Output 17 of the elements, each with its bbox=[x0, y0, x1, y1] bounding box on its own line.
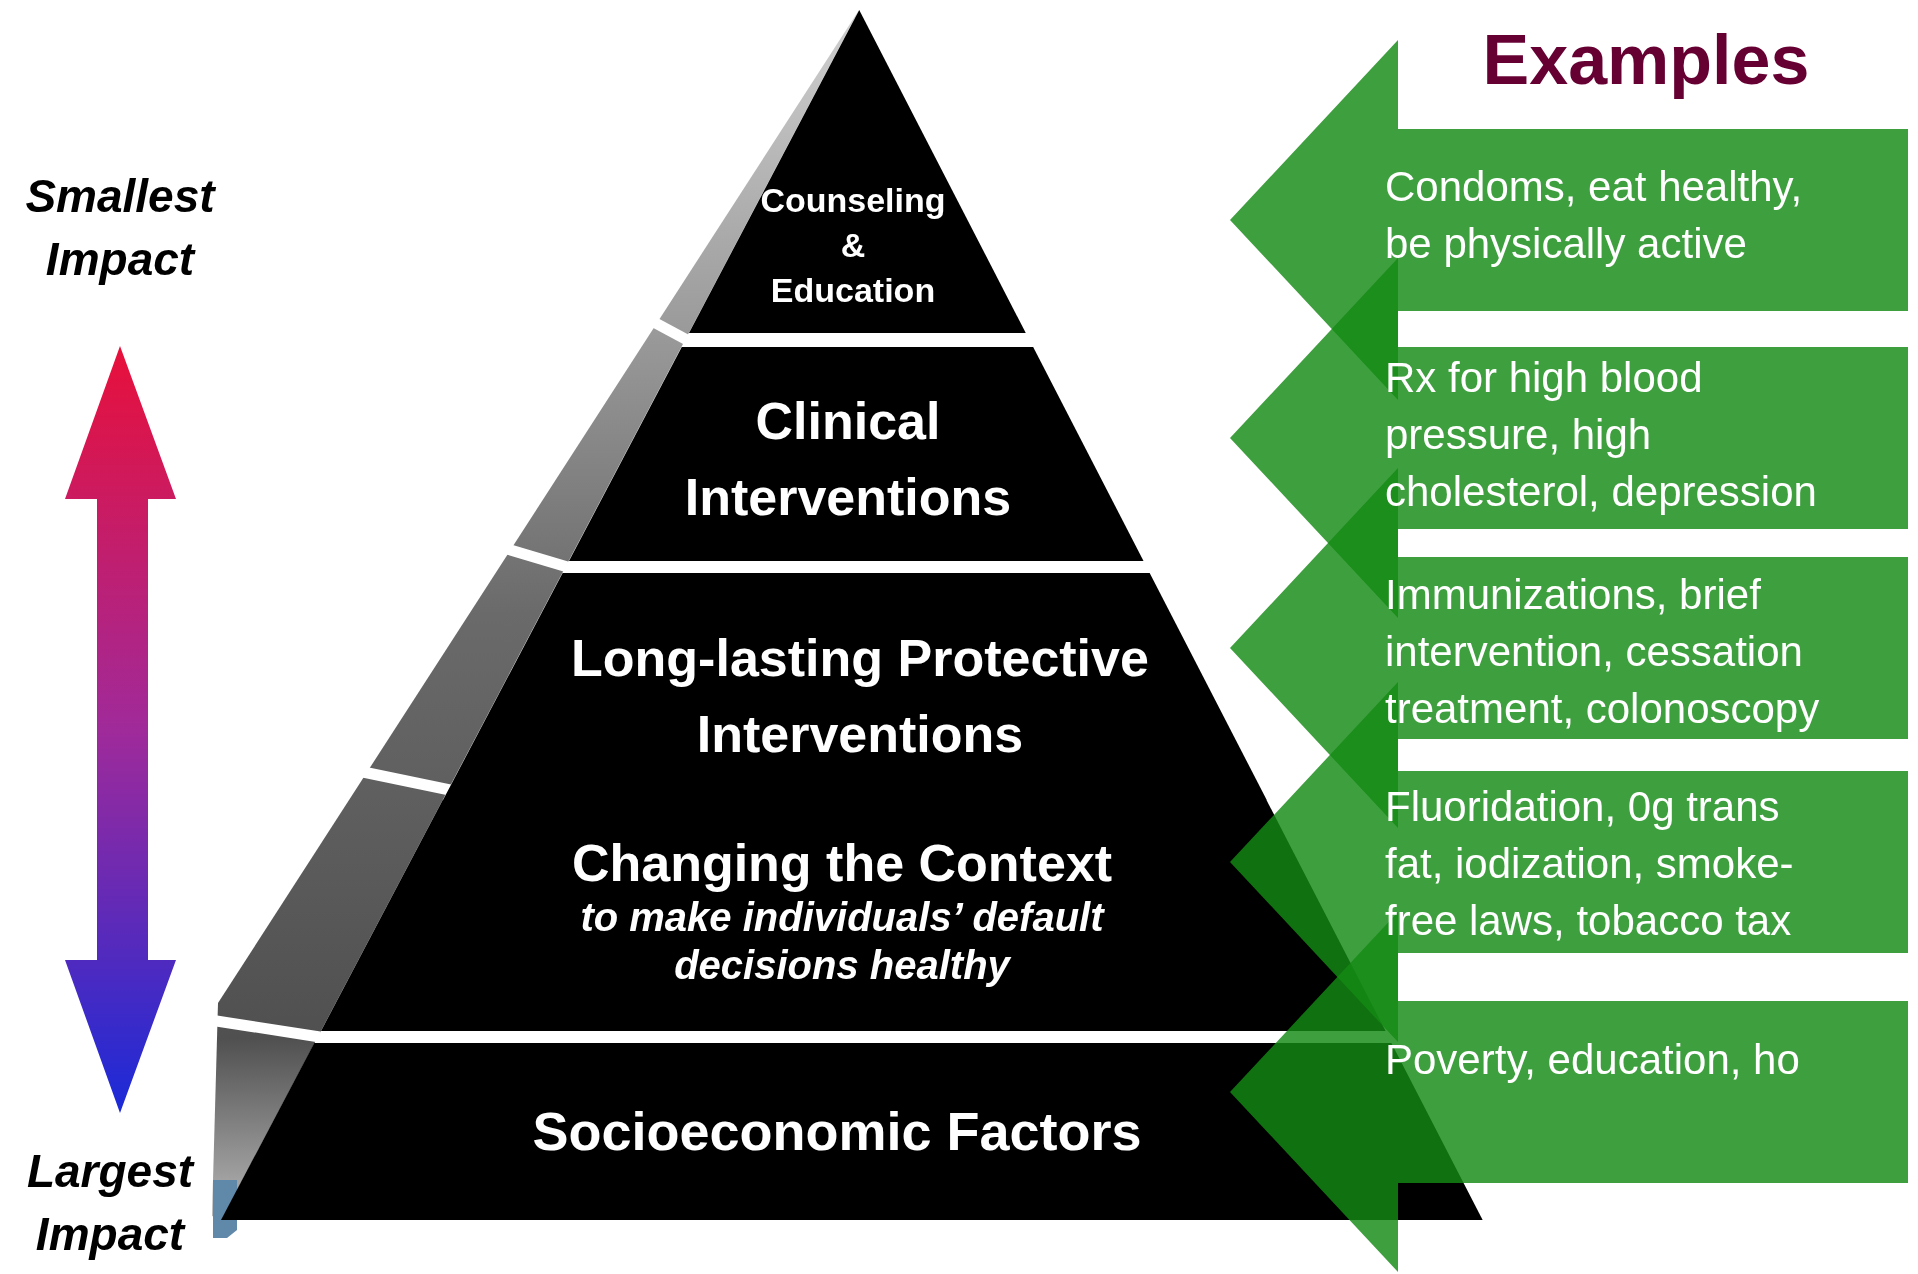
tier-title: Changing the Context bbox=[570, 833, 1114, 893]
axis-label: Largest Impact bbox=[25, 1144, 196, 1262]
heading: Examples bbox=[1481, 20, 1811, 101]
tier-subtitle: to make individuals’ default decisions healthy bbox=[579, 894, 1106, 989]
example-text: Fluoridation, 0g trans fat, iodization, smoke-free laws, tobacco tax bbox=[1385, 782, 1795, 946]
tier-title: Clinical Interventions bbox=[683, 391, 1013, 528]
axis-label: Smallest Impact bbox=[24, 169, 217, 287]
pyramid-tier bbox=[688, 10, 1026, 333]
tier-title: Counseling & Education bbox=[759, 180, 947, 311]
example-text: Poverty, education, ho bbox=[1385, 1035, 1801, 1085]
example-text: Condoms, eat healthy, be physically active bbox=[1385, 162, 1804, 269]
example-text: Rx for high blood pressure, high cholesterol, depression bbox=[1385, 353, 1818, 517]
pyramid-tier bbox=[442, 573, 1267, 800]
tier-title: Long-lasting Protective Interventions bbox=[570, 628, 1150, 765]
pyramid-tier bbox=[568, 347, 1144, 561]
example-text: Immunizations, brief intervention, cessation treatment, colonoscopy bbox=[1385, 570, 1821, 734]
tier-title: Socioeconomic Factors bbox=[531, 1100, 1143, 1163]
